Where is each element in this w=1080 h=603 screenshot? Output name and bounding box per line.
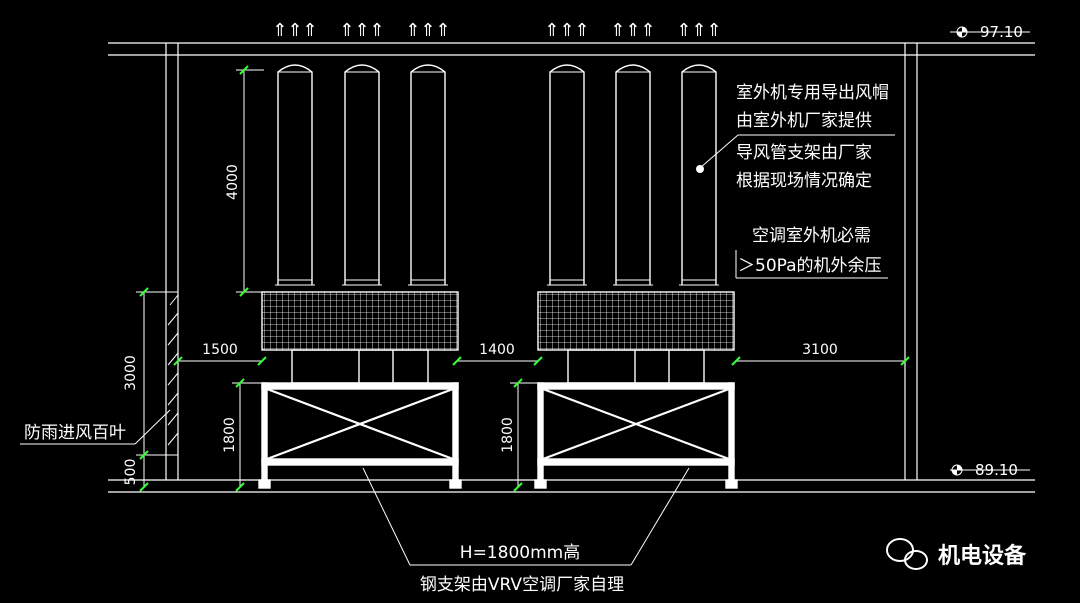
note-pressure-line1: 空调室外机必需 [752,226,871,246]
elevation-top-label: 97.10 [980,23,1023,41]
note-stand-line1: H=1800mm高 [460,543,580,563]
leader-lines [20,134,895,566]
dim-middle-gap-label: 1400 [479,342,515,358]
elevation-bottom-label: 89.10 [975,461,1018,479]
dim-left-clearance-label: 1500 [202,342,238,358]
unit-group-1 [258,64,462,489]
note-stand-line2: 钢支架由VRV空调厂家自理 [420,575,624,595]
dim-stand-height-right: 1800 [500,417,516,453]
leader-hood-support [699,134,739,169]
airflow-arrows-2: ⇑⇑⇑ [339,20,384,41]
stand-leg-right-2 [728,382,735,484]
note-pressure-line2: ＞50Pa的机外余压 [738,256,882,276]
note-louver: 防雨进风百叶 [24,423,126,443]
leader-stand-left [362,467,411,566]
outdoor-unit-coil-2 [537,291,735,351]
dim-right-clearance-label: 3100 [802,342,838,358]
stand-foot-left [258,479,271,489]
note-support-line2: 根据现场情况确定 [736,171,872,191]
outdoor-unit-coil-1 [261,291,459,351]
airflow-arrows-5: ⇑⇑⇑ [610,20,655,41]
elevation-marker-bottom: 89.10 [950,461,1030,479]
exhaust-duct-2-1 [549,64,585,285]
stand-leg-right-1 [452,382,459,484]
airflow-arrows-3: ⇑⇑⇑ [405,20,450,41]
airflow-arrows-4: ⇑⇑⇑ [544,20,589,41]
exhaust-duct-1-1 [277,64,313,285]
outdoor-unit-base-2 [567,349,705,384]
outdoor-unit-groups [258,64,738,489]
wechat-icon [886,538,914,562]
stand-leg-left-2 [537,382,544,484]
exhaust-duct-2-3 [681,64,717,285]
dim-stand-height-left: 1800 [222,417,238,453]
stand-foot-left [534,479,547,489]
stand-brace-2 [266,387,454,461]
dim-base-height: 500 [123,459,139,486]
dim-louver-height: 3000 [123,355,139,391]
stand-foot-right [725,479,738,489]
note-hood-line1: 室外机专用导出风帽 [736,83,889,103]
building-structure [108,42,1035,493]
watermark: 机电设备 [886,538,1027,570]
leader-stand-right [630,467,690,566]
stand-leg-left-1 [261,382,268,484]
stand-brace-2 [542,387,730,461]
exhaust-duct-1-3 [410,64,446,285]
outdoor-unit-base-1 [291,349,429,384]
louver-panel [166,291,179,456]
watermark-text: 机电设备 [938,543,1027,569]
leader-dot [696,165,704,173]
exhaust-duct-1-2 [344,64,380,285]
unit-group-2 [534,64,738,489]
dimension-ticks [139,65,910,492]
stand-top-beam-2 [537,382,735,390]
stand-foot-right [449,479,462,489]
airflow-arrows-6: ⇑⇑⇑ [676,20,721,41]
stand-top-beam-1 [261,382,459,390]
airflow-arrows-1: ⇑⇑⇑ [272,20,317,41]
exhaust-duct-2-2 [615,64,651,285]
stand-bottom-beam-1 [261,458,459,466]
stand-bottom-beam-2 [537,458,735,466]
elevation-marker-top: 97.10 [950,23,1030,41]
dim-duct-height: 4000 [225,164,241,200]
note-hood-line2: 由室外机厂家提供 [736,111,872,131]
note-support-line1: 导风管支架由厂家 [736,143,872,163]
